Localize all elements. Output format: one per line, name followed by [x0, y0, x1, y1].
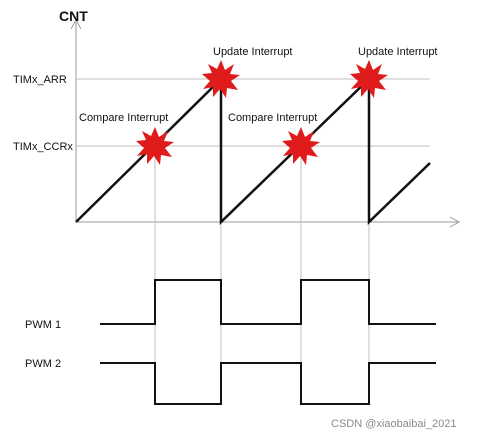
update-interrupt-label-2: Update Interrupt — [358, 46, 438, 58]
pwm1-waveform — [100, 279, 436, 325]
pwm1-label: PWM 1 — [25, 319, 61, 331]
pwm2-label: PWM 2 — [25, 358, 61, 370]
pwm2-waveform — [100, 362, 436, 405]
cnt-title: CNT — [59, 8, 88, 24]
counter-sawtooth — [75, 76, 431, 225]
x-axis-arrow — [449, 216, 461, 228]
y-axis-arrow — [70, 18, 82, 30]
watermark: CSDN @xiaobaibai_2021 — [331, 418, 457, 430]
compare-interrupt-label-1: Compare Interrupt — [79, 112, 168, 124]
update-interrupt-label-1: Update Interrupt — [213, 46, 293, 58]
ccr-label: TIMx_CCRx — [13, 141, 73, 153]
compare-interrupt-label-2: Compare Interrupt — [228, 112, 317, 124]
arr-label: TIMx_ARR — [13, 74, 67, 86]
